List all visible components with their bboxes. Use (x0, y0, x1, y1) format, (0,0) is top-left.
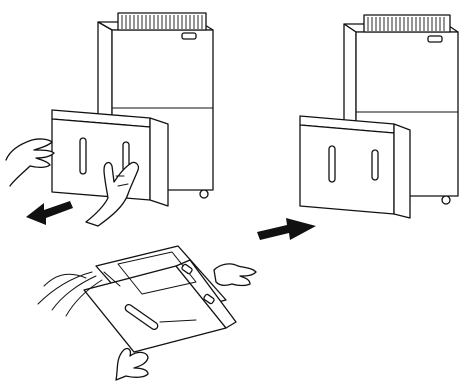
water-stream (37, 271, 103, 317)
top-vent-grille-2 (363, 14, 451, 43)
hand-right-1 (85, 161, 140, 227)
tank-window-3 (124, 303, 159, 331)
control-button-1 (181, 32, 197, 40)
caster-1b (199, 189, 209, 199)
caster-2b (441, 195, 451, 205)
hand-top-right (213, 263, 257, 287)
step-insert-tank (257, 14, 459, 240)
water-tank-tilted (83, 245, 237, 353)
water-tank-2 (299, 115, 411, 219)
tank-window-1 (79, 137, 87, 175)
arrow-in-right (257, 218, 316, 240)
hand-bottom (115, 347, 149, 381)
step-remove-tank (5, 12, 214, 227)
hand-left-1 (5, 138, 55, 187)
top-vent-grille-1 (117, 12, 207, 40)
step-empty-tank (37, 245, 257, 381)
tank-window-2 (328, 145, 336, 183)
control-button-2 (427, 35, 443, 43)
arrow-out-left (26, 201, 73, 225)
